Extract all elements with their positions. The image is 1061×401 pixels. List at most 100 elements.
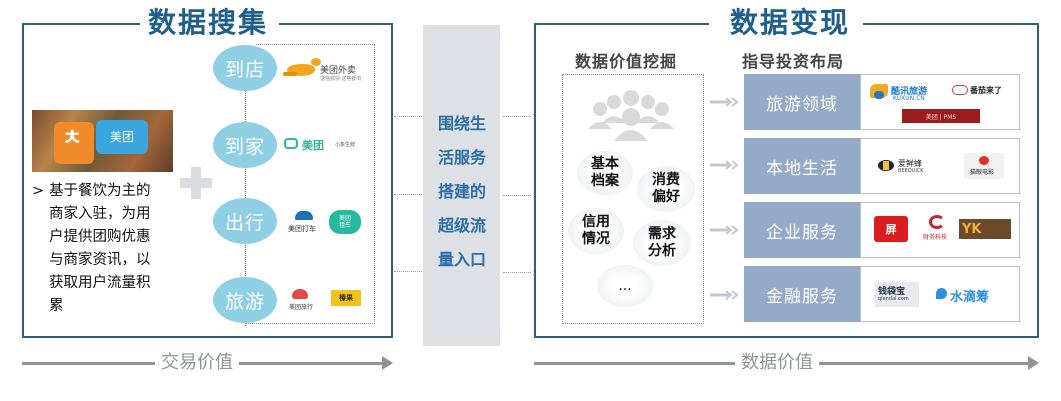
category-travel: 旅游领域 — [744, 74, 860, 130]
yk-logo: YK — [959, 219, 1011, 239]
financial-service-logos: 钱袋宝 qiandai.com 水滴筹 — [860, 266, 1020, 322]
red-bottle-logo: 屏 — [874, 216, 908, 242]
meituan-lvxing-logo — [292, 289, 308, 299]
double-arrow-icon — [710, 225, 739, 235]
category-enterprise-service: 企业服务 — [744, 202, 860, 258]
arrow-center-to-right-2: › — [503, 188, 537, 202]
finance-tech-logo — [929, 215, 945, 229]
left-frame-top-left — [22, 23, 140, 25]
category-label: 企业服务 — [766, 222, 838, 243]
center-text-line: 活服务 — [437, 148, 486, 167]
category-label: 旅游领域 — [766, 94, 838, 115]
mining-item-line: 档案 — [591, 173, 619, 189]
yellow-brand-text: 榛果 — [339, 294, 353, 302]
category-local-life: 本地生活 — [744, 138, 860, 194]
scenario-lvyou: 旅游 — [213, 277, 277, 323]
right-frame-top-right — [863, 23, 1039, 25]
qiandaibao-text: 钱袋宝 — [878, 287, 906, 297]
center-text: 围绕生 活服务 搭建的 超级流 量入口 — [422, 107, 502, 277]
double-arrow-icon — [710, 290, 739, 300]
center-text-line: 超级流 — [437, 216, 486, 235]
kangaroo-head — [311, 58, 321, 66]
kangaroo-tail — [283, 72, 297, 76]
category-label: 金融服务 — [766, 286, 838, 307]
arrow-center-to-right-1: › — [503, 109, 537, 123]
center-text-line: 搭建的 — [437, 182, 486, 201]
mining-item-line: 偏好 — [652, 189, 680, 205]
category-label: 本地生活 — [766, 158, 838, 179]
center-column — [423, 25, 500, 346]
center-text-line: 量入口 — [437, 250, 486, 269]
puzzle-piece-orange — [54, 122, 94, 164]
data-value-label: 数据价值 — [735, 352, 819, 374]
cloud-brand-text: 番茄来了 — [970, 86, 1002, 95]
scenario-daojia: 到家 — [213, 122, 277, 168]
plus-icon-vertical — [191, 167, 201, 199]
meituan-zuche-logo: 美团租车 — [329, 210, 361, 234]
shuidichou-logo — [936, 288, 947, 299]
meituan-waimai-kangaroo-logo — [283, 58, 323, 80]
kuxun-logo-subtext: KUXUN.CN — [893, 95, 925, 102]
transaction-value-label: 交易价值 — [155, 352, 239, 374]
scenario-label: 出行 — [224, 211, 265, 234]
category-financial-service: 金融服务 — [744, 266, 860, 322]
enterprise-service-logos: 屏 财务科技 YK — [860, 202, 1020, 258]
bee-brand-text: 爱鲜蜂 — [898, 159, 922, 168]
finance-tech-text: 财务科技 — [923, 234, 948, 241]
scenario-box-bottom — [245, 323, 375, 324]
meituan-waimai-subtext: 送啥都快 送啥都有 — [320, 76, 362, 82]
mining-item-credit-status: 信用情况 — [568, 208, 624, 254]
data-value-arrow-head — [1028, 356, 1039, 370]
bee-brand-subtext: BEEQUICK — [898, 168, 924, 174]
center-text-line: 围绕生 — [437, 114, 486, 133]
transaction-value-arrow-head — [382, 356, 393, 370]
mining-item-consumption-preference: 消费偏好 — [637, 166, 695, 212]
right-section-title: 数据变现 — [722, 3, 859, 43]
meituan-puzzle-label: 美团 — [110, 130, 135, 144]
travel-logos: 酷讯旅游 KUXUN.CN 番茄来了 美团 | PMS — [860, 74, 1020, 130]
mining-box — [562, 74, 704, 324]
mining-item-line: 信用 — [582, 214, 610, 230]
investment-heading: 指导投资布局 — [742, 52, 845, 71]
right-section-frame — [534, 23, 1039, 338]
scenario-label: 到店 — [224, 58, 265, 81]
maoyan-logo: 猫眼电影 — [964, 153, 1004, 179]
mining-item-line: 需求 — [648, 226, 676, 242]
bee-brand-logo-stripe — [883, 161, 889, 170]
dianping-meituan-puzzle-image: ㅊ 美团 — [32, 110, 173, 172]
meituan-dache-text: 美团打车 — [288, 225, 316, 233]
kuxun-logo-text: 酷讯旅游 — [891, 87, 928, 97]
yk-logo-text: YK — [962, 221, 982, 237]
maoyan-logo-mark — [979, 156, 989, 165]
left-section-title: 数据搜集 — [140, 3, 277, 43]
people-group-icon — [588, 90, 674, 141]
meituan-waimai-text: 美团外卖 — [320, 66, 357, 76]
pms-logo-text: 美团 | PMS — [925, 113, 957, 121]
cloud-brand-logo — [952, 85, 968, 95]
scenario-label: 旅游 — [224, 290, 265, 313]
left-description: 基于餐饮为主的商家入驻，为用户提供团购优惠与商家资讯，以获取用户流量积累 — [49, 183, 151, 314]
local-life-logos: 爱鲜蜂 BEEQUICK 猫眼电影 — [860, 138, 1020, 194]
mining-item-line: 消费 — [652, 172, 680, 188]
kuxun-logo-accent — [874, 91, 884, 99]
arrow-center-to-right-3: › — [503, 265, 537, 279]
left-description-bullet: > — [32, 183, 45, 199]
meituan-lvxing-text: 美团旅行 — [289, 304, 314, 311]
scenario-daodian: 到店 — [213, 45, 277, 91]
mining-item-basic-profile: 基本档案 — [577, 151, 633, 195]
meituan-logo-text: 美团 — [302, 139, 324, 152]
dianping-person-icon: ㅊ — [62, 126, 83, 151]
mining-item-more: ... — [597, 265, 653, 307]
left-frame-top-right — [279, 23, 393, 25]
meituan-dache-car-logo — [295, 211, 313, 220]
right-frame-top-left — [534, 23, 709, 25]
meituan-logo — [284, 138, 298, 149]
meituan-zuche-text: 美团租车 — [338, 215, 351, 229]
pms-logo: 美团 | PMS — [902, 109, 980, 123]
scenario-box — [256, 44, 375, 324]
mining-item-line: 基本 — [591, 156, 619, 172]
mining-item-line: 情况 — [582, 231, 610, 247]
yellow-brand-logo: 榛果 — [331, 290, 361, 306]
scenario-label: 到家 — [224, 135, 265, 158]
mining-item-demand-analysis: 需求分析 — [633, 220, 691, 266]
